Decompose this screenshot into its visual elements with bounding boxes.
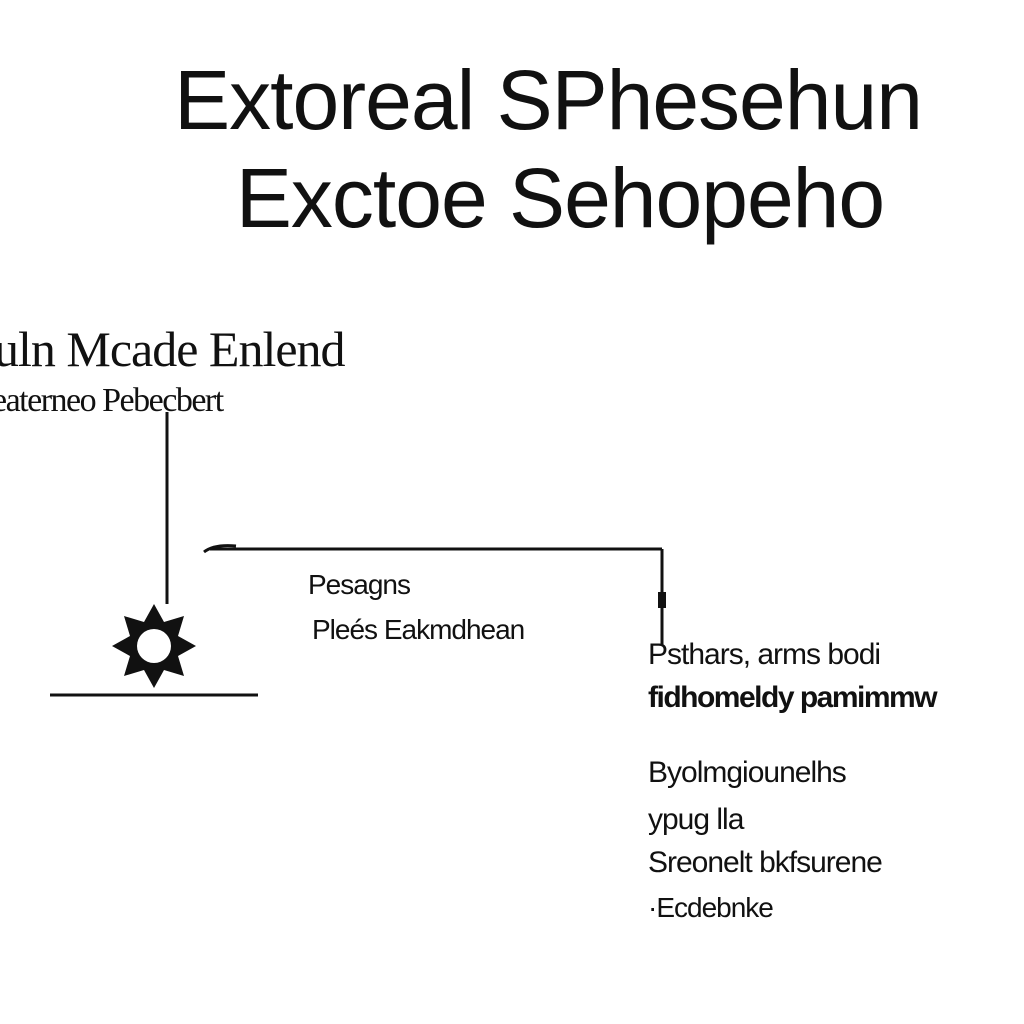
- star-icon: [112, 604, 196, 688]
- diagram-title-line-1: Extoreal SPhesehun: [174, 53, 923, 147]
- side-text-line-6: ·Ecdebnke: [648, 892, 774, 923]
- side-text-line-5: Sreonelt bkfsurene: [648, 846, 883, 879]
- middle-label-line-2: Pleés Eakmdhean: [312, 614, 525, 645]
- upper-label-line-2: eaterneo Pebecbert: [0, 382, 224, 419]
- side-text-line-2: fidhomeldy pamimmw: [648, 681, 938, 714]
- right-connector-node: [658, 592, 666, 608]
- middle-label-line-1: Pesagns: [308, 569, 411, 600]
- connector-end-hook: [203, 544, 237, 554]
- side-text-line-1: Psthars, arms bodi: [648, 638, 881, 671]
- side-text-line-4: ypug lla: [648, 803, 744, 836]
- side-text-line-3: Byolmgiounelhs: [648, 756, 847, 789]
- upper-label-line-1: uln Mcade Enlend: [0, 321, 346, 377]
- diagram-title-line-2: Exctoe Sehopeho: [235, 151, 885, 245]
